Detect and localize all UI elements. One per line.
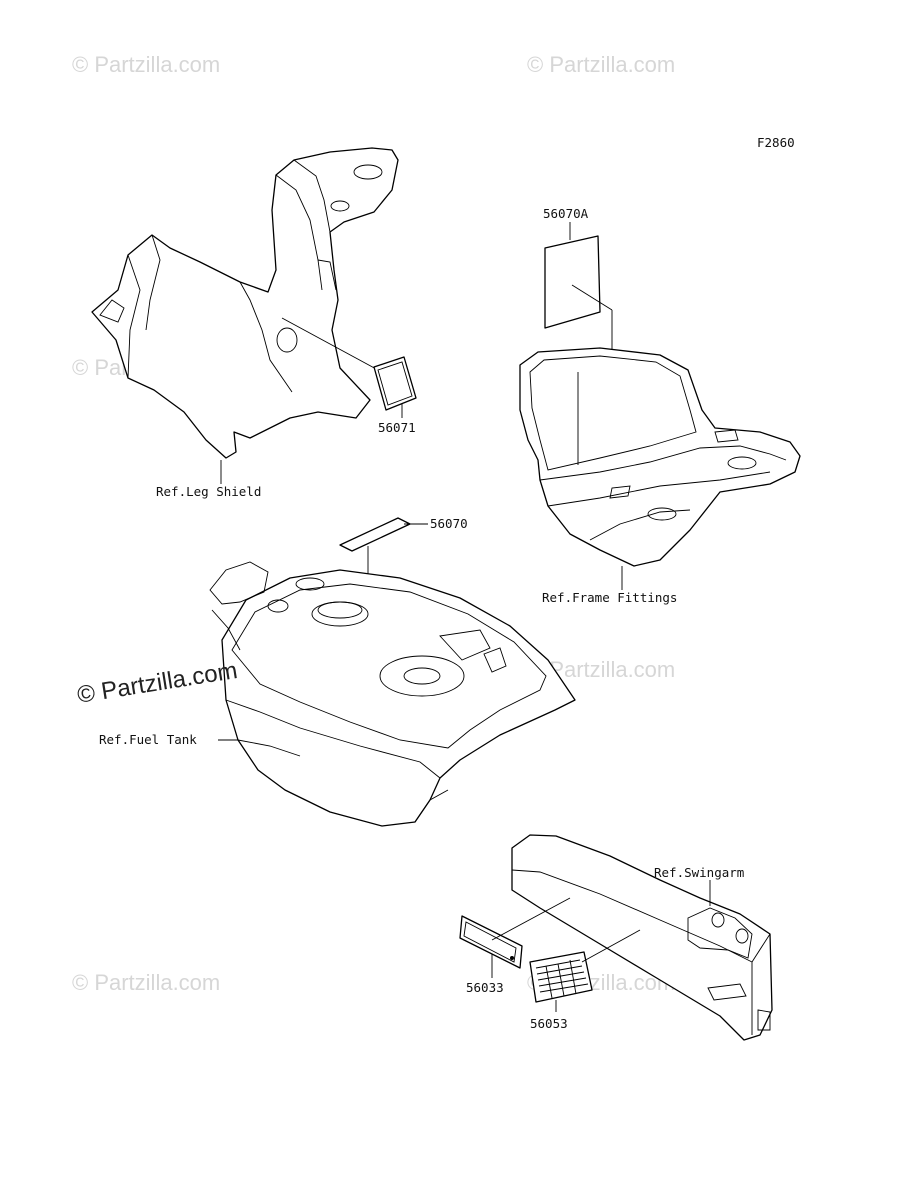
fuel-tank-drawing — [209, 561, 576, 827]
watermark-6: © Partzilla.com — [72, 970, 220, 995]
figure-code: F2860 — [757, 135, 795, 150]
label-56070A: 56070A — [543, 206, 589, 221]
sticker-56071 — [373, 356, 417, 411]
label-56033: 56033 — [466, 980, 504, 995]
label-56070: 56070 — [430, 516, 468, 531]
label-56053: 56053 — [530, 1016, 568, 1031]
frame-fittings-drawing — [519, 347, 801, 567]
sticker-56070A — [544, 235, 601, 329]
sticker-56070 — [339, 517, 411, 552]
watermark-1: © Partzilla.com — [72, 52, 220, 77]
leader-56053-to-swingarm — [581, 929, 641, 963]
swingarm-drawing — [511, 834, 773, 1041]
sticker-56033 — [459, 915, 523, 969]
leader-56071-to-shield — [281, 317, 379, 371]
leader-56070A-diag — [571, 284, 613, 311]
label-ref-swingarm: Ref.Swingarm — [654, 865, 744, 880]
label-56071: 56071 — [378, 420, 416, 435]
leader-56033-to-swingarm — [491, 897, 571, 941]
watermark-2: © Partzilla.com — [527, 52, 675, 77]
watermark-highlighted: © Partzilla.com — [75, 657, 239, 709]
label-ref-leg-shield: Ref.Leg Shield — [156, 484, 261, 499]
label-ref-fuel-tank: Ref.Fuel Tank — [99, 732, 197, 747]
label-ref-frame-fittings: Ref.Frame Fittings — [542, 590, 677, 605]
sticker-56053 — [529, 951, 593, 1003]
leg-shield-drawing — [91, 147, 399, 459]
